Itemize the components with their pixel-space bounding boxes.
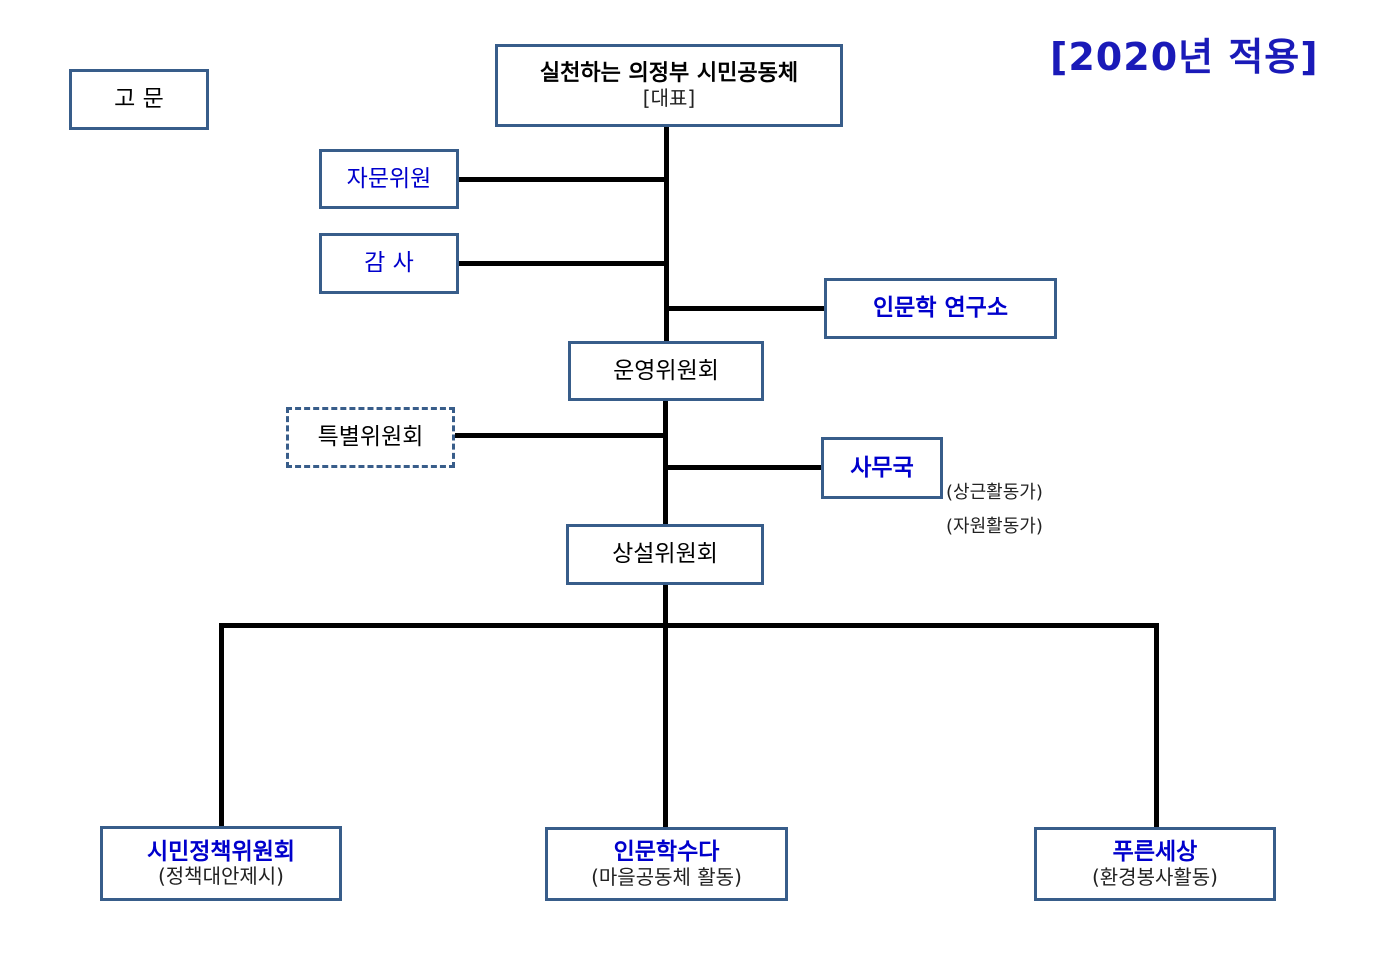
advisor-box: 고 문 [69, 69, 209, 130]
secretariat-box: 사무국 [821, 437, 943, 499]
trunk-line-middle [663, 399, 668, 527]
committee-subtitle: (마을공동체 활동) [591, 864, 742, 889]
committee-title: 시민정책위원회 [146, 838, 296, 865]
committee-box-green-world: 푸른세상 (환경봉사활동) [1034, 827, 1276, 901]
steering-committee-box: 운영위원회 [568, 341, 764, 401]
branch-line-audit [457, 261, 666, 266]
committee-box-humanities-talk: 인문학수다 (마을공동체 활동) [545, 827, 788, 901]
secretariat-note-volunteer: (자원활동가) [946, 516, 1043, 537]
humanities-institute-label: 인문학 연구소 [873, 295, 1008, 322]
committee-subtitle: (환경봉사활동) [1091, 864, 1218, 889]
year-label: [2020년 적용] [1050, 35, 1319, 79]
organization-box: 실천하는 의정부 시민공동체 [대표] [495, 44, 843, 127]
humanities-institute-box: 인문학 연구소 [824, 278, 1057, 339]
committee-box-citizen-policy: 시민정책위원회 (정책대안제시) [100, 826, 342, 901]
branch-line-secretariat [665, 465, 823, 470]
drop-line-left [219, 623, 224, 829]
secretariat-label: 사무국 [850, 454, 914, 481]
committee-subtitle: (정책대안제시) [157, 864, 284, 889]
standing-committee-box: 상설위원회 [566, 524, 764, 585]
standing-committee-label: 상설위원회 [612, 541, 718, 568]
steering-committee-label: 운영위원회 [613, 357, 719, 384]
advisory-committee-label: 자문위원 [346, 165, 432, 192]
branch-line-institute [666, 306, 826, 311]
special-committee-box: 특별위원회 [286, 407, 455, 468]
advisory-committee-box: 자문위원 [319, 149, 459, 209]
organization-subtitle: [대표] [642, 85, 696, 110]
organization-title: 실천하는 의정부 시민공동체 [539, 61, 799, 87]
committee-title: 인문학수다 [613, 839, 720, 866]
advisor-label: 고 문 [114, 86, 164, 113]
secretariat-note-fulltime: (상근활동가) [946, 482, 1043, 503]
branch-line-special [453, 433, 665, 438]
branch-line-advisory [457, 177, 666, 182]
drop-line-right [1154, 623, 1159, 829]
trunk-line-top [664, 125, 669, 343]
special-committee-label: 특별위원회 [317, 424, 424, 451]
audit-box: 감 사 [319, 233, 459, 294]
horizontal-bus-line [219, 623, 1159, 628]
audit-label: 감 사 [364, 250, 414, 277]
trunk-line-bottom [663, 582, 668, 830]
committee-title: 푸른세상 [1112, 839, 1198, 866]
